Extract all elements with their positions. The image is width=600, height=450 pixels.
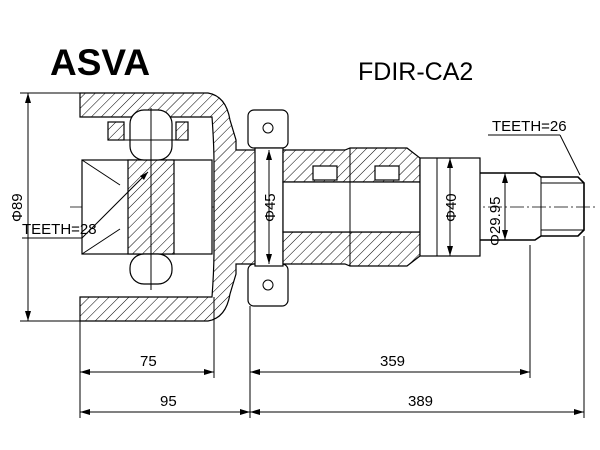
dia-outer-label: Φ89 [9,193,26,222]
dim-spline-diameter: Φ29.95 [487,173,508,246]
tripod-hub [107,108,189,290]
part-number: FDIR-CA2 [358,58,473,86]
brand-logo: ASVA [50,42,150,83]
dia-flange-label: Φ45 [262,193,279,222]
dim-flange-diameter: Φ45 [262,150,279,264]
dim-inner-total: 95 [160,393,177,410]
dia-shaft-label: Φ40 [443,193,460,222]
dim-inner-length: 75 [140,353,157,370]
outer-teeth-callout: TEETH=26 [488,118,581,176]
dim-shaft-diameter: Φ40 [443,158,460,256]
dim-horizontal: 75 359 95 389 [79,236,585,418]
spline-end [480,172,585,241]
dim-outer-diameter: Φ89 [9,92,80,322]
inner-teeth-label: TEETH=28 [22,221,97,238]
dim-shaft-length: 359 [380,353,405,370]
dim-total-length: 389 [408,393,433,410]
dia-spline-label: Φ29.95 [487,196,504,246]
inner-teeth-callout: TEETH=28 [22,171,149,239]
outer-teeth-label: TEETH=26 [492,118,567,135]
